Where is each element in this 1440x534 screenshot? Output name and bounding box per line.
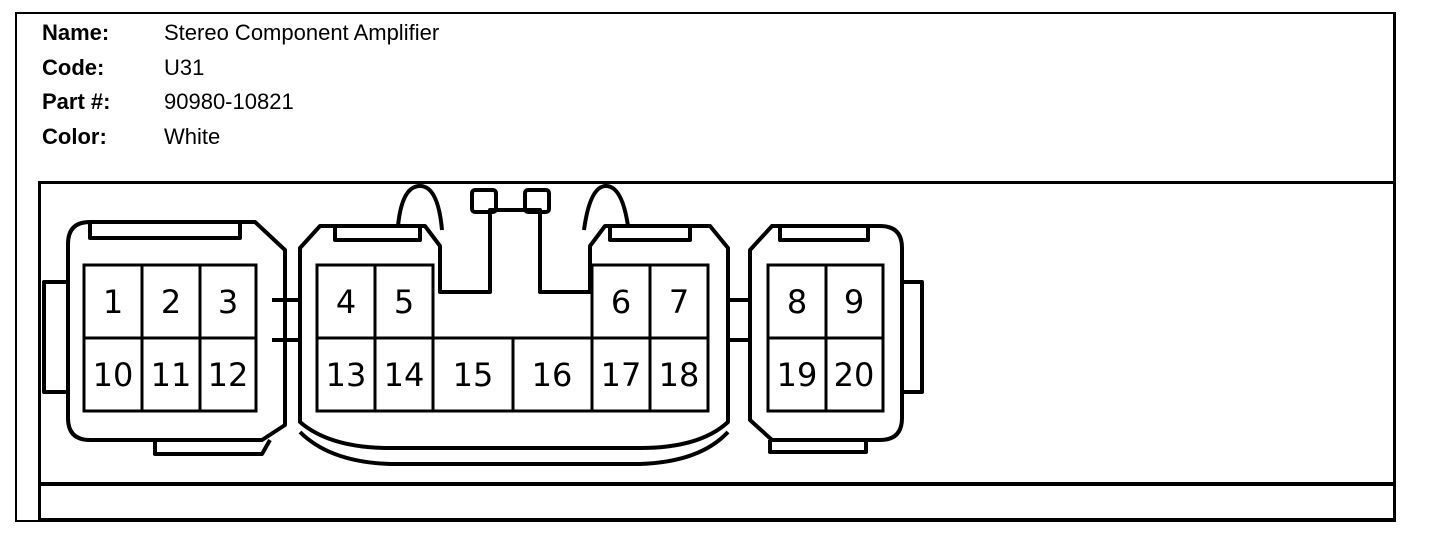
pin-label-19: 19 bbox=[777, 356, 818, 394]
part-label: Part #: bbox=[42, 89, 111, 114]
name-value: Stereo Component Amplifier bbox=[164, 20, 440, 45]
part-value: 90980-10821 bbox=[164, 89, 294, 114]
pin-label-18: 18 bbox=[659, 356, 700, 394]
code-value: U31 bbox=[164, 55, 205, 80]
center-key-left bbox=[470, 188, 498, 214]
right-top-key bbox=[778, 224, 870, 242]
pin-cavity-18 bbox=[648, 336, 710, 413]
pin-cavity-20 bbox=[824, 336, 885, 413]
pin-label-20: 20 bbox=[834, 356, 875, 394]
name-label: Name: bbox=[42, 20, 110, 45]
pin-label-3: 3 bbox=[218, 283, 238, 321]
pin-label-11: 11 bbox=[151, 356, 192, 394]
pin-label-5: 5 bbox=[394, 283, 414, 321]
pin-cavity-12 bbox=[198, 336, 258, 413]
pin-label-12: 12 bbox=[208, 356, 249, 394]
pin-label-10: 10 bbox=[93, 356, 134, 394]
code-label: Code: bbox=[42, 55, 105, 80]
pin-label-6: 6 bbox=[611, 283, 631, 321]
left-housing-outline bbox=[66, 220, 287, 442]
color-value: White bbox=[164, 124, 221, 149]
pin-label-1: 1 bbox=[103, 283, 123, 321]
center-latch-right bbox=[582, 184, 630, 231]
center-latch-left bbox=[396, 184, 444, 231]
pin-label-9: 9 bbox=[844, 283, 864, 321]
pin-label-4: 4 bbox=[336, 283, 356, 321]
bottom-divider bbox=[38, 482, 1396, 486]
center-key-right bbox=[523, 188, 551, 214]
gap-mark-right bbox=[728, 298, 750, 342]
pin-label-8: 8 bbox=[787, 283, 807, 321]
left-top-key bbox=[88, 220, 242, 240]
center-top-key-right bbox=[608, 224, 692, 242]
left-bottom-key bbox=[153, 439, 272, 456]
center-bottom-skirt bbox=[298, 430, 730, 466]
right-bottom-key bbox=[768, 440, 868, 454]
pin-cavities bbox=[82, 263, 885, 413]
right-housing-outline bbox=[748, 224, 904, 442]
right-latch-tab bbox=[902, 280, 924, 394]
pin-label-14: 14 bbox=[384, 356, 425, 394]
pin-label-17: 17 bbox=[601, 356, 642, 394]
pin-label-16: 16 bbox=[532, 356, 573, 394]
gap-mark-left bbox=[272, 298, 298, 342]
pin-label-13: 13 bbox=[326, 356, 367, 394]
left-latch-tab bbox=[42, 280, 68, 394]
color-label: Color: bbox=[42, 124, 107, 149]
connector-diagram-area bbox=[38, 181, 1396, 522]
center-top-key-left bbox=[333, 224, 422, 242]
pin-label-2: 2 bbox=[161, 283, 181, 321]
pin-label-15: 15 bbox=[453, 356, 494, 394]
pin-label-7: 7 bbox=[669, 283, 689, 321]
